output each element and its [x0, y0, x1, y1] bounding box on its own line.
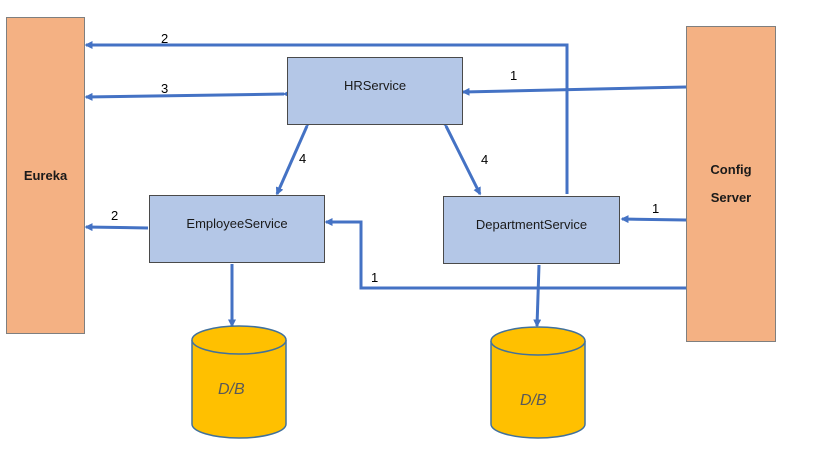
database-right-label: D/B — [520, 392, 547, 409]
edge-label-employee-eureka: 2 — [111, 208, 119, 223]
arrow-config-to-hr — [461, 85, 687, 96]
hr-service-box: HRService — [287, 57, 463, 125]
hr-service-label: HRService — [343, 77, 407, 93]
arrow-department-to-db — [533, 264, 542, 328]
eureka-server-box: Eureka — [6, 17, 85, 334]
employee-service-box: EmployeeService — [149, 195, 325, 263]
edge-label-eureka-top: 2 — [161, 31, 169, 46]
edge-label-eureka-hr: 3 — [161, 81, 169, 96]
config-server-box: Config Server — [686, 26, 776, 342]
config-label-line2: Server — [710, 190, 752, 205]
database-left-label: D/B — [218, 381, 245, 398]
database-right: D/B — [490, 326, 586, 439]
arrow-eureka-hr — [84, 89, 291, 101]
edge-label-config-employee: 1 — [371, 270, 379, 285]
database-left: D/B — [191, 325, 287, 439]
department-service-box: DepartmentService — [443, 196, 620, 264]
arrow-hr-department — [439, 118, 482, 196]
arrow-hr-employee — [275, 118, 314, 196]
arrow-config-to-department — [620, 215, 687, 224]
edge-label-hr-employee: 4 — [299, 151, 307, 166]
edge-label-config-hr: 1 — [510, 68, 518, 83]
arrow-employee-to-eureka — [84, 223, 149, 232]
edge-label-hr-department: 4 — [481, 152, 489, 167]
eureka-label: Eureka — [23, 168, 68, 183]
arrow-department-to-eureka — [84, 41, 569, 194]
edge-label-config-department: 1 — [652, 201, 660, 216]
department-service-label: DepartmentService — [475, 216, 588, 232]
employee-service-label: EmployeeService — [186, 215, 288, 231]
arrow-config-to-employee — [324, 218, 686, 290]
config-label-line1: Config — [710, 162, 752, 177]
